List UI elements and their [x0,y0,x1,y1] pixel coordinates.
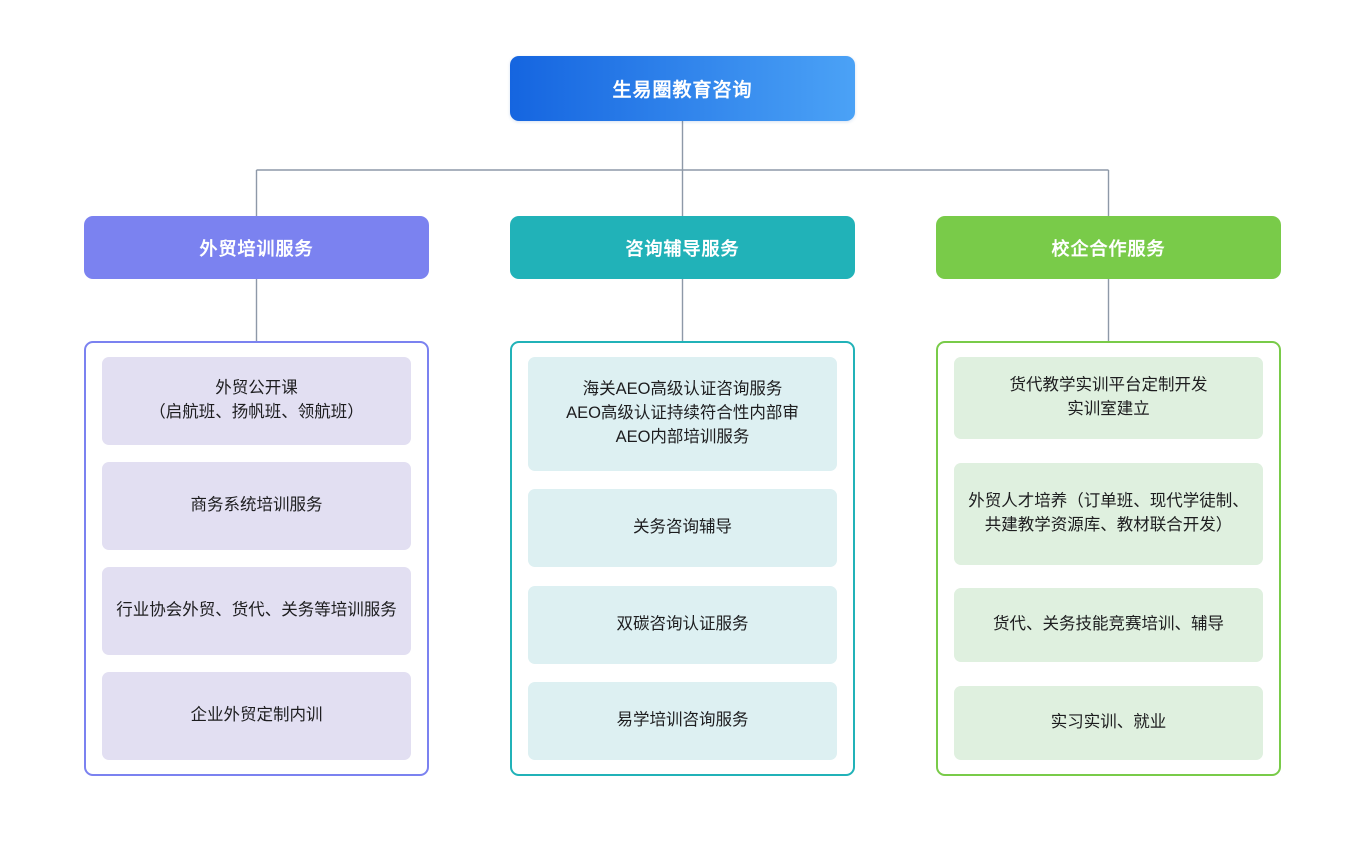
branch-header-label-2: 校企合作服务 [1051,238,1166,259]
branch-column-1: 咨询辅导服务 海关AEO高级认证咨询服务 AEO高级认证持续符合性内部审 AEO… [510,216,855,776]
list-item[interactable]: 外贸公开课 （启航班、扬帆班、领航班） [102,357,411,445]
branch-header-0[interactable]: 外贸培训服务 [84,216,429,279]
branch-header-1[interactable]: 咨询辅导服务 [510,216,855,279]
list-item[interactable]: 货代、关务技能竞赛培训、辅导 [954,588,1263,663]
branch-column-0: 外贸培训服务 外贸公开课 （启航班、扬帆班、领航班） 商务系统培训服务 行业协会… [84,216,429,776]
list-item[interactable]: 行业协会外贸、货代、关务等培训服务 [102,567,411,655]
list-item[interactable]: 货代教学实训平台定制开发 实训室建立 [954,357,1263,439]
list-item[interactable]: 实习实训、就业 [954,685,1263,760]
list-item[interactable]: 关务咨询辅导 [528,489,837,568]
list-item[interactable]: 双碳咨询认证服务 [528,585,837,664]
list-item[interactable]: 外贸人才培养（订单班、现代学徒制、共建教学资源库、教材联合开发） [954,462,1263,565]
branch-header-label-0: 外贸培训服务 [199,238,314,259]
branch-items-container-2: 货代教学实训平台定制开发 实训室建立 外贸人才培养（订单班、现代学徒制、共建教学… [936,341,1281,776]
list-item[interactable]: 海关AEO高级认证咨询服务 AEO高级认证持续符合性内部审 AEO内部培训服务 [528,357,837,471]
root-node-label: 生易圈教育咨询 [612,80,753,101]
branch-header-2[interactable]: 校企合作服务 [936,216,1281,279]
branch-items-container-0: 外贸公开课 （启航班、扬帆班、领航班） 商务系统培训服务 行业协会外贸、货代、关… [84,341,429,776]
list-item[interactable]: 商务系统培训服务 [102,462,411,550]
branch-column-2: 校企合作服务 货代教学实训平台定制开发 实训室建立 外贸人才培养（订单班、现代学… [936,216,1281,776]
list-item[interactable]: 企业外贸定制内训 [102,672,411,760]
root-node[interactable]: 生易圈教育咨询 [510,56,855,121]
list-item[interactable]: 易学培训咨询服务 [528,681,837,760]
branch-header-label-1: 咨询辅导服务 [625,238,740,259]
branch-items-container-1: 海关AEO高级认证咨询服务 AEO高级认证持续符合性内部审 AEO内部培训服务 … [510,341,855,776]
